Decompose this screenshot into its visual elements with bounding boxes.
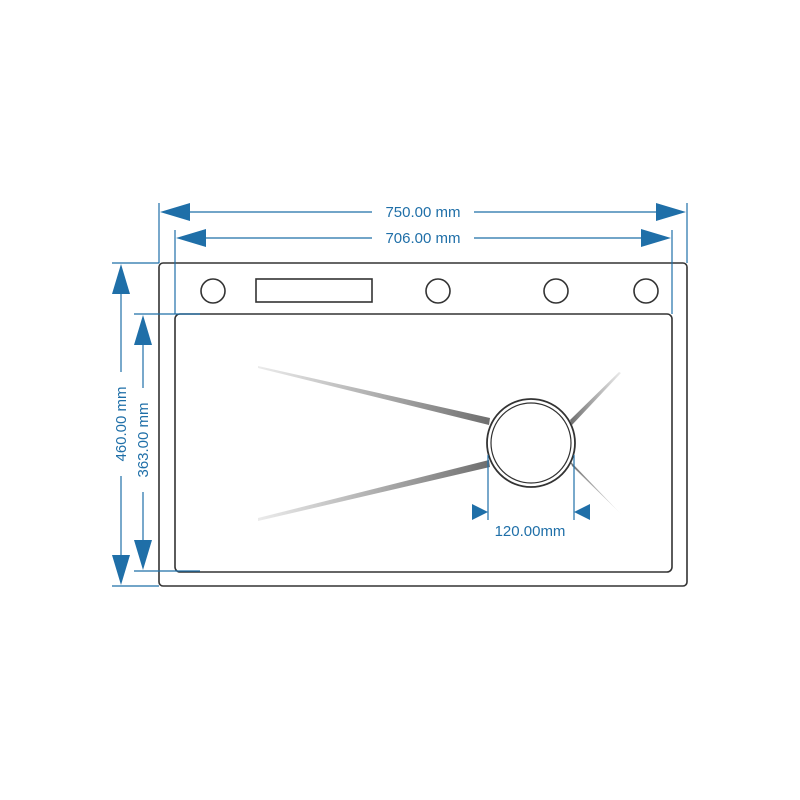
drain-inner-ring — [490, 402, 572, 484]
groove-upper-left — [258, 366, 490, 425]
dimension-lines — [112, 203, 688, 587]
sink-outer-frame — [158, 262, 688, 587]
groove-lower-left — [258, 460, 490, 521]
label-drain-diameter: 120.00mm — [495, 523, 566, 540]
arrow-363-top — [134, 315, 152, 345]
arrow-460-top — [112, 264, 130, 294]
sink-outline — [158, 262, 688, 587]
arrow-363-bottom — [134, 540, 152, 570]
drain — [486, 398, 576, 488]
display-panel — [255, 278, 373, 303]
sink-basin — [174, 313, 673, 573]
drain-outer-ring — [486, 398, 576, 488]
label-overall-width: 750.00 mm — [385, 204, 460, 221]
arrow-drain-right — [574, 504, 590, 520]
tap-hole-4 — [633, 278, 659, 304]
label-inner-width: 706.00 mm — [385, 230, 460, 247]
deck-fittings — [200, 278, 659, 304]
arrow-460-bottom — [112, 555, 130, 585]
arrow-750-left — [160, 203, 190, 221]
arrow-drain-left — [472, 504, 488, 520]
tap-hole-1 — [200, 278, 226, 304]
arrow-706-right — [641, 229, 671, 247]
arrow-706-left — [176, 229, 206, 247]
groove-upper-right — [570, 372, 621, 425]
tap-hole-3 — [543, 278, 569, 304]
dimension-arrows — [112, 203, 686, 585]
tap-hole-2 — [425, 278, 451, 304]
groove-lower-right — [570, 461, 621, 514]
label-overall-height: 460.00 mm — [113, 386, 130, 461]
drainage-grooves — [258, 366, 621, 521]
dimension-labels: 750.00 mm 706.00 mm 460.00 mm 363.00 mm … — [113, 204, 565, 540]
label-inner-height: 363.00 mm — [135, 402, 152, 477]
arrow-750-right — [656, 203, 686, 221]
